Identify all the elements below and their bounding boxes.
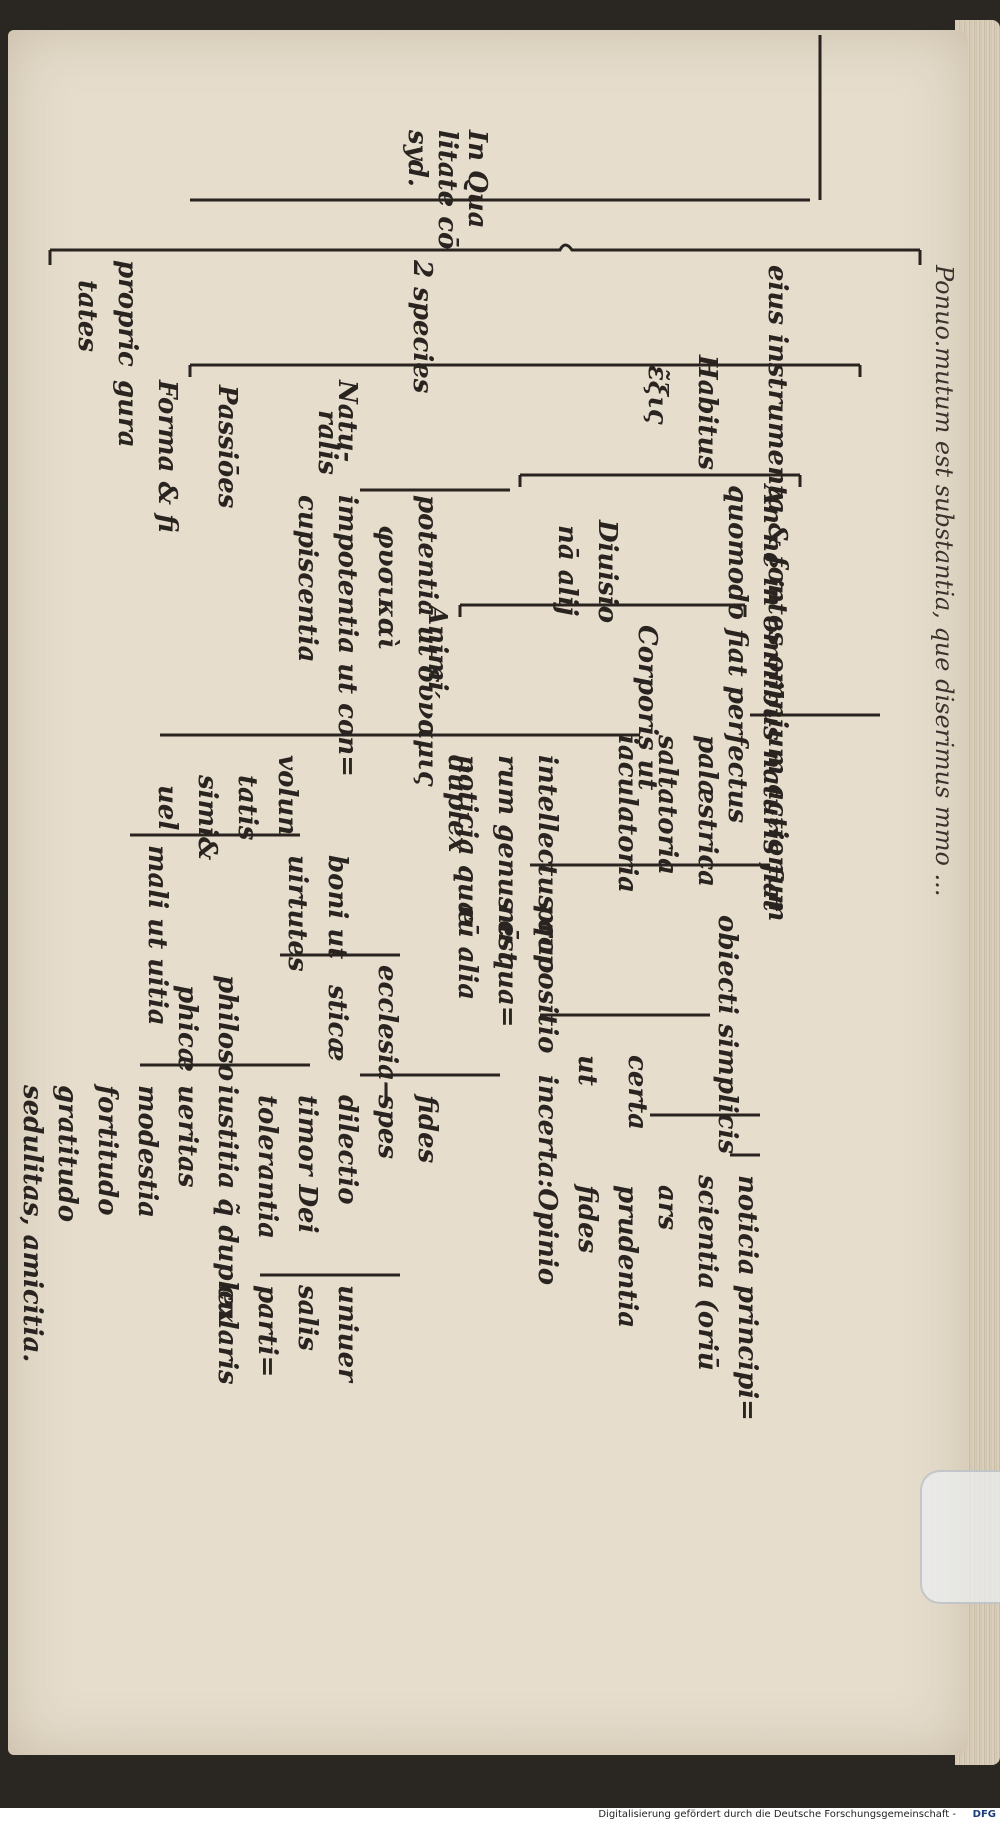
philosophicae-1: philoso — [212, 975, 242, 1082]
iustitia-sub-4: cularis — [212, 1285, 242, 1385]
eccl-item-1: fides — [412, 1095, 442, 1164]
section-label-line3: syd. — [402, 130, 432, 187]
philo-item-3: modestia — [132, 1085, 162, 1218]
eccl-item-4: timor Dei — [292, 1095, 322, 1234]
noticia-item-2: scientia (oriū — [692, 1175, 722, 1371]
naturalis-2: ralis — [312, 410, 342, 475]
figura-2: gura — [112, 380, 142, 448]
section-label-line2: litate cō — [432, 130, 462, 250]
diagram-rotated: Ponuo.mutum est substantia, que diserimu… — [17, 35, 960, 1795]
habitus-2: ε̃ξις — [642, 365, 672, 425]
potentia-4: cupiscentia — [292, 495, 322, 663]
iustitia-sub-1: uniuer — [332, 1285, 362, 1382]
page-clip — [920, 1470, 1000, 1604]
obiecti: obiecti simplicis — [712, 915, 742, 1155]
propositio-2: nū qua= — [492, 905, 522, 1028]
philo-item-2: ueritas — [172, 1085, 202, 1188]
noticia-item-5: fides — [572, 1185, 602, 1254]
iustitia-sub-2: salis — [292, 1285, 322, 1351]
boni-1: boni ut — [322, 855, 352, 960]
divisio-2: nā alij — [552, 525, 582, 616]
habitus-desc-3: quomodo fiat perfectus — [722, 485, 752, 824]
eccl-item-2: spes — [372, 1095, 402, 1159]
section-label-line1: In Qua — [462, 130, 492, 229]
figura-1: Forma & fi — [152, 380, 182, 533]
footer-bar: Digitalisierung gefördert durch die Deut… — [0, 1808, 1000, 1823]
eccl-item-5: tolerantia — [252, 1095, 282, 1239]
animi-1: Animi — [422, 605, 452, 692]
corporis-item-3: iaculatoria — [612, 735, 642, 893]
philo-item-6: sedulitas, amicitia. — [17, 1085, 47, 1363]
voluntatis-1: volun — [272, 755, 302, 836]
iustitia-sub-3: parti= — [252, 1285, 282, 1378]
propositio-1: propositio — [532, 905, 562, 1054]
voluntatis-4: uel — [152, 785, 182, 831]
proprietates-2: tates — [72, 280, 102, 353]
corporis-item-2: saltatoria — [652, 735, 682, 875]
potentia-3: impotentia ut con= — [332, 495, 362, 777]
corporis-item-1: palæstrica — [692, 735, 722, 888]
ecclesiasticae-1: ecclesia— — [372, 965, 402, 1107]
certa-2: ut — [572, 1055, 602, 1086]
noticia-item-3: ars — [652, 1185, 682, 1231]
noticia-item-1: noticia principi= — [732, 1175, 762, 1421]
philosophicae-2: phicæ — [172, 985, 202, 1073]
dfg-logo[interactable]: DFG — [972, 1809, 996, 1820]
voluntatis-3: simi& — [192, 775, 222, 861]
header-line: Ponuo.mutum est substantia, que diserimu… — [930, 265, 958, 897]
philo-item-4: fortitudo — [92, 1085, 122, 1216]
boni-2: uirtutes — [282, 855, 312, 972]
mali: mali ut uitia — [142, 845, 172, 1026]
voluntatis-2: tatis — [232, 775, 262, 841]
habitus-desc-2: An ne in omnibus naturis fiat — [757, 485, 787, 912]
eccl-item-3: dilectio — [332, 1095, 362, 1205]
noticia-item-4: prudentia — [612, 1185, 642, 1329]
passiones: Passiōes — [212, 385, 242, 509]
footer-credit: Digitalisierung gefördert durch die Deut… — [598, 1809, 956, 1820]
propositio-3: rū alia — [452, 905, 482, 1001]
ecclesiasticae-2: sticæ — [322, 985, 352, 1062]
book-page — [8, 30, 968, 1755]
bracket-lines — [48, 35, 922, 1277]
divisio-1: Diuisio — [592, 520, 622, 624]
certa-1: certa — [622, 1055, 652, 1130]
species-label: 2 species — [407, 260, 437, 394]
potentia-2: φυσικαὶ — [372, 525, 402, 651]
proprietates-1: propric — [112, 260, 142, 367]
philo-item-5: gratitudo — [52, 1085, 82, 1223]
habitus-1: Habitus — [692, 355, 722, 471]
intellectus-3: noticia quæ — [452, 755, 482, 927]
incerta: incerta:Opinio — [532, 1075, 562, 1286]
